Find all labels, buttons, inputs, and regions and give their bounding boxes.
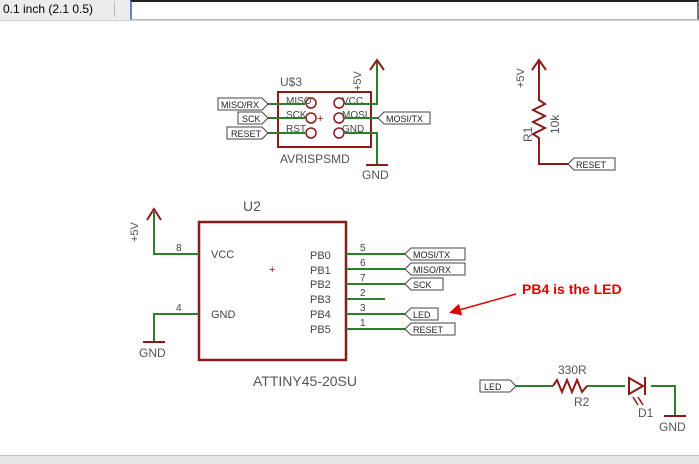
led-ground: GND [659,415,686,434]
net-label-mosi-tx-isp[interactable]: MOSI/TX [377,111,431,125]
resistor-icon [552,377,588,395]
net-label-sck-mcu[interactable]: SCK [404,277,444,291]
net-label-text: SCK [413,280,432,290]
isp-supply: +5V [352,58,385,91]
mcu-ground: GND [139,341,166,360]
r1-value: 10k [548,114,562,134]
isp-pin-3 [305,112,317,124]
mcu-pin-number-1: 1 [360,318,366,329]
net-label-text: LED [413,310,431,320]
mcu-supply-label: +5V [129,221,141,242]
status-bar [0,455,699,464]
mcu-supply: +5V [129,207,162,242]
mcu-pin-name-pb2: PB2 [310,279,331,291]
isp-header-body [277,91,372,148]
mcu-wires [153,212,405,342]
r2-name: R2 [574,395,590,409]
isp-pin-label-vcc: VCC [342,96,363,107]
annotation-text: PB4 is the LED [522,281,622,297]
mcu-origin-mark: + [269,264,275,276]
mcu-pin-name-pb5: PB5 [310,324,331,336]
isp-ground-label: GND [362,168,389,182]
led-emission-arrow [632,396,639,406]
mcu-pin-number-5: 5 [360,243,366,254]
mcu-pin-number-4: 4 [176,303,182,314]
led-name: D1 [638,406,654,420]
arrow-up-icon [146,207,162,221]
net-label-text: MISO/RX [413,265,451,275]
grid-coordinate-display: 0.1 inch (2.1 0.5) [3,2,94,16]
arrow-up-icon [531,58,547,71]
net-label-text: MISO/RX [221,100,259,110]
net-label-miso-rx[interactable]: MISO/RX [217,97,269,111]
net-label-text: MOSI/TX [386,114,423,124]
net-label-reset-isp[interactable]: RESET [226,126,269,140]
mcu-ground-label: GND [139,346,166,360]
isp-pin-6 [333,127,345,139]
led-ground-label: GND [659,420,686,434]
resistor-r1[interactable]: +5V R1 10k [515,58,568,165]
isp-header[interactable]: U$3 AVRISPSMD + MISO SCK RST VCC MOSI GN… [277,75,372,166]
net-label-led-circuit[interactable]: LED [479,379,517,393]
mcu-pin-number-8: 8 [176,243,182,254]
led-wires [516,385,676,416]
toolbar-separator [114,2,115,17]
top-toolbar: 0.1 inch (2.1 0.5) [0,0,699,21]
net-label-reset-r1[interactable]: RESET [567,157,616,171]
isp-pin-5 [305,127,317,139]
arrow-up-icon [369,58,385,71]
isp-pin-2 [333,97,345,109]
mcu-name: U2 [243,198,261,214]
annotation-pb4: PB4 is the LED [449,281,622,316]
net-label-led-mcu[interactable]: LED [404,307,439,321]
led-icon [628,376,646,396]
mcu-pin-name-pb3: PB3 [310,294,331,306]
isp-origin-mark: + [317,113,323,125]
isp-pin-1 [305,97,317,109]
net-label-text: RESET [231,129,262,139]
led-emission-arrow [637,396,644,406]
schematic-canvas[interactable]: U$3 AVRISPSMD + MISO SCK RST VCC MOSI GN… [0,20,699,455]
mcu-u2[interactable]: U2 ATTINY45-20SU + VCC 8 GND 4 PB0 5 PB1… [176,198,366,389]
command-line-input[interactable] [130,0,699,20]
mcu-pin-number-7: 7 [360,273,366,284]
isp-wires [268,62,378,165]
isp-pin-label-mosi: MOSI [342,110,368,121]
net-label-mosi-tx-mcu[interactable]: MOSI/TX [404,247,466,261]
mcu-body [197,220,348,362]
annotation-arrow [449,293,517,316]
net-label-miso-rx-mcu[interactable]: MISO/RX [404,262,466,276]
isp-ground: GND [362,164,389,182]
led-d1[interactable]: D1 [628,376,654,420]
isp-header-name: U$3 [280,75,302,89]
net-label-text: RESET [413,325,444,335]
mcu-pin-number-2: 2 [360,288,366,299]
mcu-pin-number-3: 3 [360,303,366,314]
net-label-text: RESET [576,160,607,170]
mcu-pin-number-6: 6 [360,258,366,269]
isp-header-value: AVRISPSMD [280,152,350,166]
mcu-value: ATTINY45-20SU [253,373,357,389]
mcu-pin-name-pb1: PB1 [310,265,331,277]
mcu-pin-name-gnd: GND [211,309,236,321]
isp-pin-label-sck: SCK [286,110,307,121]
isp-pin-label-rst: RST [286,124,306,135]
mcu-pin-name-pb0: PB0 [310,250,331,262]
mcu-pin-name-vcc: VCC [211,249,234,261]
isp-pin-label-miso: MISO [286,96,312,107]
resistor-icon [530,60,568,165]
net-label-text: LED [484,382,502,392]
r1-name: R1 [521,126,535,142]
resistor-r2[interactable]: 330R R2 [552,363,590,409]
isp-pin-label-gnd: GND [342,124,364,135]
isp-pin-4 [333,112,345,124]
r2-value: 330R [558,363,587,377]
isp-supply-label: +5V [352,70,364,91]
net-label-reset-mcu[interactable]: RESET [404,322,456,336]
r1-supply-label: +5V [515,67,527,88]
net-label-text: MOSI/TX [413,250,450,260]
net-label-sck-isp[interactable]: SCK [237,111,269,125]
mcu-pin-name-pb4: PB4 [310,309,331,321]
net-label-text: SCK [242,114,261,124]
